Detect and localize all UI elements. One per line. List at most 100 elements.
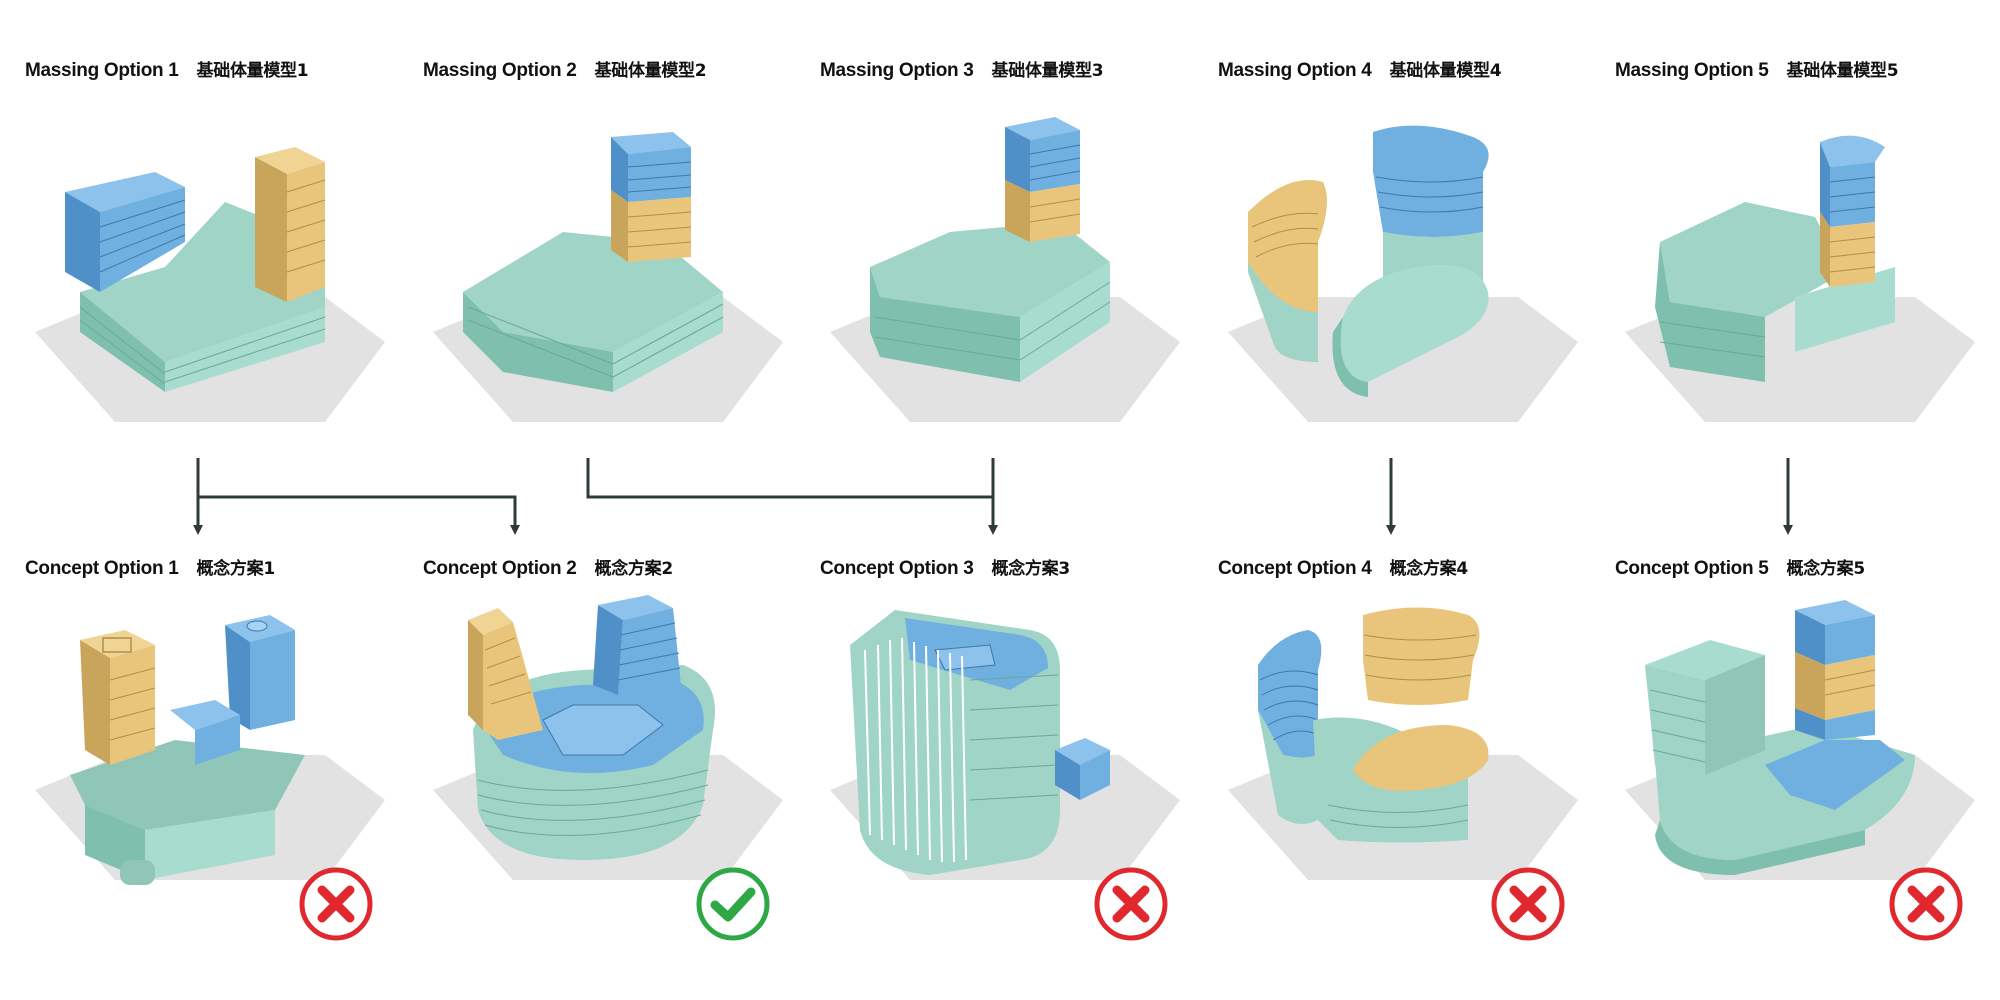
reject-badge-5: [1889, 867, 1963, 941]
office-block-front: [65, 192, 100, 292]
connector-m1-to-c2: [198, 495, 520, 535]
massing-option-4-title-cn: 基础体量模型4: [1389, 61, 1502, 81]
x-icon: [1112, 885, 1150, 923]
concept-option-4-title: Concept Option 4: [1218, 558, 1372, 579]
accept-badge-2: [696, 867, 770, 941]
podium-front: [1655, 820, 1865, 875]
office-tower-side: [250, 630, 295, 730]
reject-badge-1: [299, 867, 373, 941]
office-annex-side: [1080, 750, 1110, 800]
massing-option-5-title-cn: 基础体量模型5: [1786, 61, 1899, 81]
residential-tower-side: [483, 622, 543, 740]
office-annex-front: [1055, 750, 1080, 800]
rooftop-circle: [246, 620, 268, 632]
massing-option-2-model: [423, 92, 793, 462]
x-icon: [1509, 885, 1547, 923]
concept-option-4-title-cn: 概念方案4: [1389, 559, 1469, 579]
massing-option-1-model: [25, 92, 395, 462]
tower-office-side: [628, 147, 691, 202]
tower-residential-front: [1005, 180, 1030, 242]
podium-east: [1795, 267, 1895, 352]
check-icon: [710, 887, 756, 922]
x-icon: [317, 885, 355, 923]
massing-option-1-title: Massing Option 1: [25, 60, 179, 81]
concept-option-5-title: Concept Option 5: [1615, 558, 1769, 579]
tower-residential-side: [1030, 184, 1080, 242]
residential-tower-front: [255, 157, 287, 302]
tower-residential-side: [1825, 655, 1875, 720]
tower-office-side: [1030, 130, 1080, 192]
podium-top: [1660, 202, 1845, 317]
connector-m2-to-c3: [586, 458, 993, 499]
rounded-residential-tower: [1363, 607, 1480, 705]
residential-tower-top: [255, 147, 325, 174]
massing-option-2-title-cn: 基础体量模型2: [594, 61, 707, 81]
massing-option-3-model: [820, 92, 1190, 462]
concept-option-4-model: [1218, 590, 1588, 960]
teal-block-side: [1705, 655, 1765, 775]
residential-tower-front: [468, 620, 483, 730]
tower-residential-front: [1795, 652, 1825, 720]
massing-option-3-title-cn: 基础体量模型3: [991, 61, 1104, 81]
podium-top: [463, 232, 723, 352]
tower-top: [1795, 600, 1875, 625]
concept-option-5-model: [1615, 590, 1985, 960]
concept-option-1-title-cn: 概念方案1: [196, 559, 276, 579]
massing-option-1-title-cn: 基础体量模型1: [196, 61, 309, 81]
vertical-fins: [864, 637, 967, 863]
rooftop-box: [102, 637, 132, 653]
office-block-top: [170, 700, 240, 730]
tower-lower-side: [1825, 710, 1875, 740]
massing-option-3-label: Massing Option 3 基础体量模型3: [820, 56, 1104, 82]
reject-badge-3: [1094, 867, 1168, 941]
concept-option-1-model: [25, 590, 395, 960]
tower-office-front: [611, 137, 628, 202]
concept-option-5-label: Concept Option 5 概念方案5: [1615, 554, 1865, 580]
massing-option-4-label: Massing Option 4 基础体量模型4: [1218, 56, 1502, 82]
massing-option-4-title: Massing Option 4: [1218, 60, 1372, 81]
concept-option-3-title: Concept Option 3: [820, 558, 974, 579]
residential-tower-top: [80, 630, 155, 658]
roof-opening: [934, 644, 996, 671]
podium-side: [613, 292, 723, 392]
teal-block-top: [1645, 640, 1765, 680]
tower-office-front: [1005, 127, 1030, 192]
office-tower-top: [598, 595, 673, 620]
tower-top: [1820, 135, 1885, 167]
curved-residential-tower-base: [1248, 262, 1318, 362]
concept-option-3-model: [820, 590, 1190, 960]
office-tower-front: [225, 625, 250, 730]
massing-option-3-title: Massing Option 3: [820, 60, 974, 81]
courtyard: [542, 704, 664, 756]
tower-office-front: [1795, 610, 1825, 665]
concept-option-3-title-cn: 概念方案3: [991, 559, 1071, 579]
tower-residential-front: [1820, 212, 1830, 287]
concept-option-2-title-cn: 概念方案2: [594, 559, 674, 579]
tower-office-side: [1825, 615, 1875, 665]
podium-top: [870, 222, 1110, 317]
office-block-top: [65, 172, 185, 212]
office-block-side: [100, 187, 185, 292]
massing-option-5-title: Massing Option 5: [1615, 60, 1769, 81]
massing-option-5-model: [1615, 92, 1985, 462]
podium-front: [463, 292, 613, 392]
concept-option-3-label: Concept Option 3 概念方案3: [820, 554, 1070, 580]
concept-option-4-label: Concept Option 4 概念方案4: [1218, 554, 1468, 580]
rounded-podium-front: [1332, 317, 1368, 397]
tower-top: [611, 132, 691, 154]
concept-option-1-title: Concept Option 1: [25, 558, 179, 579]
podium-front: [1655, 242, 1765, 382]
tower-residential-front: [611, 190, 628, 262]
podium-front: [80, 292, 165, 392]
curved-office-tower-base: [1258, 710, 1318, 824]
concept-option-1-label: Concept Option 1 概念方案1: [25, 554, 275, 580]
concept-option-5-title-cn: 概念方案5: [1786, 559, 1866, 579]
massing-option-1-label: Massing Option 1 基础体量模型1: [25, 56, 309, 82]
podium-side: [165, 307, 325, 392]
office-tower-front: [593, 605, 623, 695]
office-block-side: [195, 715, 240, 765]
office-tower-side: [618, 608, 681, 695]
residential-tower-side: [287, 162, 325, 302]
rounded-office-tower: [1373, 125, 1489, 237]
